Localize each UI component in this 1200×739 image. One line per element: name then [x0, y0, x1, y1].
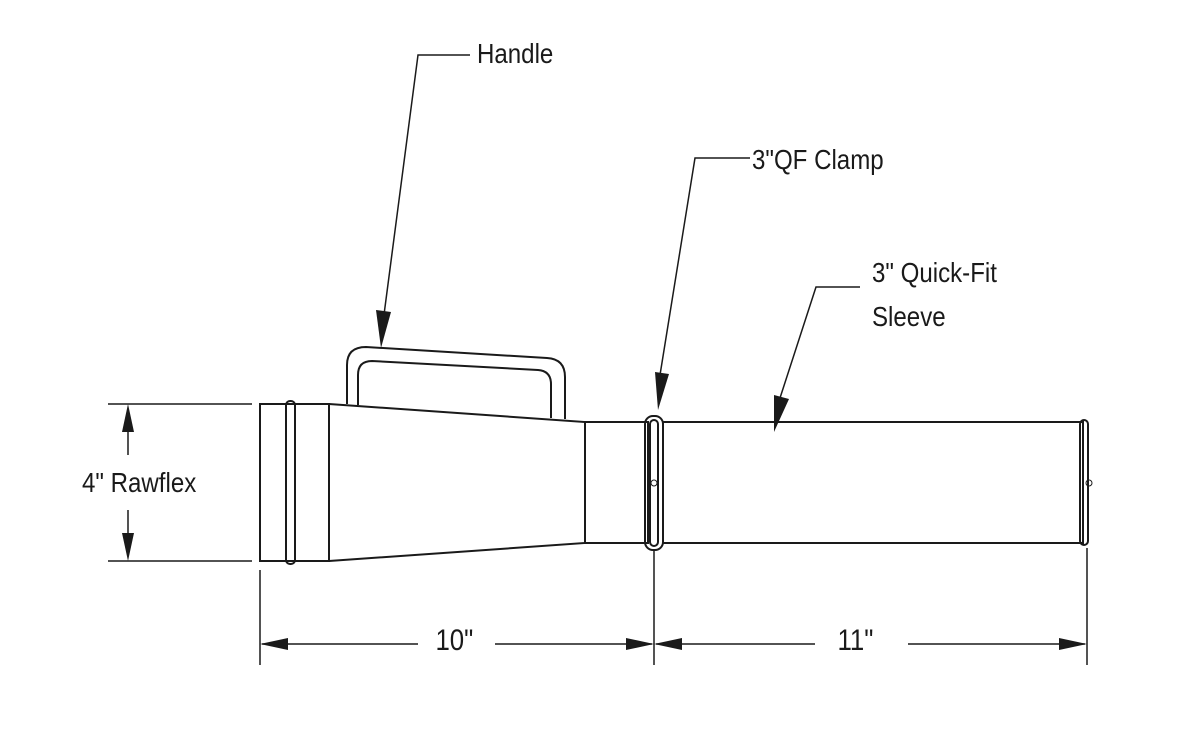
sleeve-leader: [779, 286, 860, 399]
qf-clamp-inner: [649, 419, 659, 547]
dim-10-label: 10": [432, 626, 477, 656]
dim-10-arrow-right: [626, 638, 654, 650]
dim-11-arrow-right: [1059, 638, 1087, 650]
handle-inner: [357, 359, 552, 418]
rawflex-band: [285, 400, 296, 565]
rawflex-arrow-up: [122, 404, 134, 432]
sleeve-label-line1: 3" Quick-Fit: [872, 257, 997, 288]
sleeve-end-pin: [1085, 479, 1093, 487]
handle-leader: [381, 54, 470, 331]
handle-label: Handle: [477, 38, 554, 69]
dim-11-label: 11": [834, 626, 877, 656]
rawflex-label: 4" Rawflex: [82, 467, 197, 498]
sleeve-label-line2: Sleeve: [872, 301, 946, 332]
quick-fit-sleeve: [662, 421, 1084, 544]
dim-11-arrow-left: [654, 638, 682, 650]
dim-10-arrow-left: [260, 638, 288, 650]
handle-leader-arrow: [376, 310, 391, 348]
handle-outer: [346, 345, 566, 419]
spigot: [584, 421, 649, 544]
clamp-pin: [650, 479, 658, 487]
sleeve-leader-arrow: [774, 395, 789, 432]
clamp-label: 3"QF Clamp: [752, 144, 884, 175]
clamp-leader-arrow: [655, 372, 669, 410]
clamp-leader: [659, 157, 750, 376]
reducer-body: [328, 403, 586, 562]
rawflex-arrow-down: [122, 533, 134, 561]
sleeve-end-band: [1079, 419, 1089, 546]
